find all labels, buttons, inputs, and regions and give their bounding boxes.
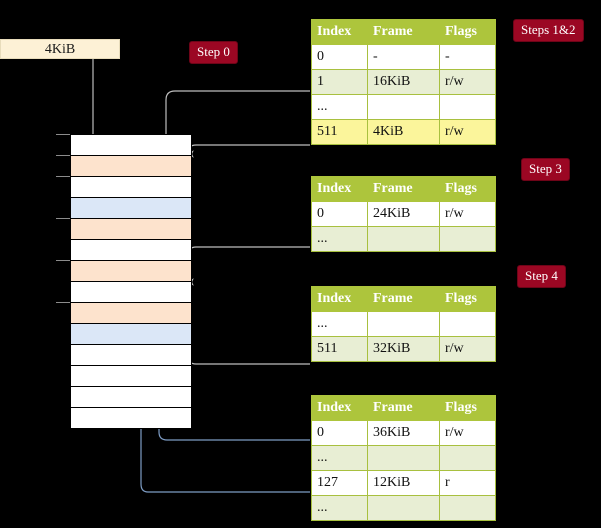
col-header-index: Index — [311, 395, 368, 421]
cell-frame: 32KiB — [367, 336, 440, 362]
cell-flags — [439, 94, 496, 120]
table-row: ... — [311, 94, 496, 120]
table-row: ... — [311, 495, 496, 521]
virtual-address-label: 4KiB — [44, 42, 76, 57]
col-header-index: Index — [311, 286, 368, 312]
wire-l3-entry0 — [186, 246, 310, 286]
memory-tick — [56, 134, 70, 135]
cell-index: ... — [311, 311, 368, 337]
memory-frame-row — [71, 324, 191, 345]
cell-frame — [367, 445, 440, 471]
memory-tick — [56, 155, 70, 156]
page-table-level-4: Index Frame Flags 0 - - 1 16KiB r/w ... … — [311, 19, 496, 145]
col-header-index: Index — [311, 19, 368, 45]
col-header-flags: Flags — [439, 19, 496, 45]
cell-frame: 24KiB — [367, 201, 440, 227]
cell-flags — [439, 311, 496, 337]
cell-frame — [367, 226, 440, 252]
memory-tick — [56, 260, 70, 261]
col-header-flags: Flags — [439, 395, 496, 421]
virtual-address-box: 4KiB — [0, 39, 120, 59]
badge-steps-1-2: Steps 1&2 — [513, 19, 584, 42]
page-table-level-3: Index Frame Flags 0 24KiB r/w ... — [311, 176, 496, 252]
table-header-row: Index Frame Flags — [311, 286, 496, 312]
cell-frame: 12KiB — [367, 470, 440, 496]
page-table-level-1: Index Frame Flags 0 36KiB r/w ... 127 12… — [311, 395, 496, 521]
cell-flags: r/w — [439, 69, 496, 95]
table-row: 127 12KiB r — [311, 470, 496, 496]
cell-frame: 4KiB — [367, 119, 440, 145]
cell-index: ... — [311, 495, 368, 521]
cell-flags — [439, 226, 496, 252]
memory-tick — [56, 176, 70, 177]
memory-frame-row — [71, 282, 191, 303]
cell-index: 0 — [311, 420, 368, 446]
cell-index: ... — [311, 94, 368, 120]
memory-frame-row — [71, 408, 191, 429]
page-table-level-2: Index Frame Flags ... 511 32KiB r/w — [311, 286, 496, 362]
table-row: 511 32KiB r/w — [311, 336, 496, 362]
memory-frame-row — [71, 303, 191, 324]
table-header-row: Index Frame Flags — [311, 395, 496, 421]
memory-frame-row — [71, 198, 191, 219]
cell-index: ... — [311, 445, 368, 471]
table-row: 0 36KiB r/w — [311, 420, 496, 446]
col-header-flags: Flags — [439, 286, 496, 312]
cell-index: 127 — [311, 470, 368, 496]
cell-frame — [367, 94, 440, 120]
cell-flags: r — [439, 470, 496, 496]
col-header-frame: Frame — [367, 286, 440, 312]
col-header-index: Index — [311, 176, 368, 202]
cell-flags: r/w — [439, 336, 496, 362]
memory-frame-row — [71, 240, 191, 261]
cell-frame: - — [367, 44, 440, 70]
table-row: ... — [311, 311, 496, 337]
cell-flags: - — [439, 44, 496, 70]
physical-memory-column — [70, 134, 192, 429]
table-row: ... — [311, 226, 496, 252]
memory-frame-row — [71, 366, 191, 387]
memory-tick — [56, 218, 70, 219]
col-header-frame: Frame — [367, 395, 440, 421]
cell-flags — [439, 445, 496, 471]
memory-frame-row — [71, 261, 191, 282]
wire-frame-to-l4 — [186, 144, 310, 158]
badge-step-3: Step 3 — [521, 158, 570, 181]
memory-frame-row — [71, 345, 191, 366]
table-row: 1 16KiB r/w — [311, 69, 496, 95]
memory-frame-row — [71, 387, 191, 408]
cell-index: 0 — [311, 201, 368, 227]
memory-frame-row — [71, 177, 191, 198]
badge-step-4: Step 4 — [517, 265, 566, 288]
table-header-row: Index Frame Flags — [311, 19, 496, 45]
cell-flags: r/w — [439, 119, 496, 145]
memory-tick — [56, 302, 70, 303]
cell-frame — [367, 311, 440, 337]
table-row: 511 4KiB r/w — [311, 119, 496, 145]
cell-index: 511 — [311, 336, 368, 362]
memory-frame-row — [71, 156, 191, 177]
col-header-frame: Frame — [367, 176, 440, 202]
col-header-flags: Flags — [439, 176, 496, 202]
memory-frame-row — [71, 219, 191, 240]
memory-frame-row — [71, 135, 191, 156]
badge-step-0: Step 0 — [189, 41, 238, 64]
table-row: ... — [311, 445, 496, 471]
cell-frame — [367, 495, 440, 521]
cell-frame: 16KiB — [367, 69, 440, 95]
cell-frame: 36KiB — [367, 420, 440, 446]
cell-flags: r/w — [439, 201, 496, 227]
table-row: 0 24KiB r/w — [311, 201, 496, 227]
cell-index: 0 — [311, 44, 368, 70]
wire-l2-entry511 — [182, 314, 310, 365]
table-header-row: Index Frame Flags — [311, 176, 496, 202]
cell-index: ... — [311, 226, 368, 252]
col-header-frame: Frame — [367, 19, 440, 45]
cell-index: 511 — [311, 119, 368, 145]
table-row: 0 - - — [311, 44, 496, 70]
cell-flags: r/w — [439, 420, 496, 446]
cell-index: 1 — [311, 69, 368, 95]
cell-flags — [439, 495, 496, 521]
